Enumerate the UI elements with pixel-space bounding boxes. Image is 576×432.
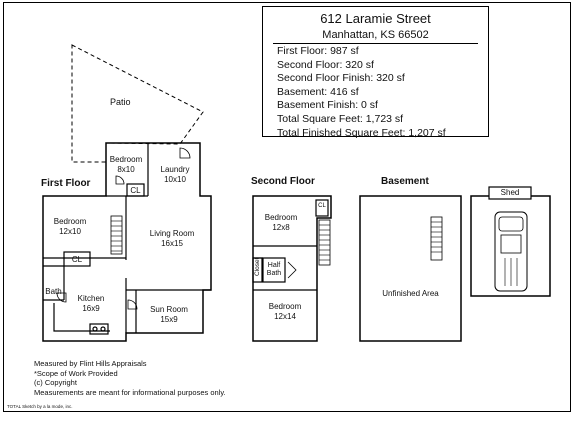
room-patio: Patio (110, 97, 131, 107)
note-disclaimer: Measurements are meant for informational… (34, 387, 226, 397)
section-basement: Basement (381, 176, 429, 187)
room-unfinished-area: Unfinished Area (382, 289, 439, 298)
stat-total-square-feet: Total Square Feet: 1,723 sf (277, 112, 404, 125)
stat-second-floor-finish: Second Floor Finish: 320 sf (277, 72, 405, 85)
note-measured-by: Measured by Flint Hills Appraisals (34, 359, 147, 368)
closet-second-top: CL (318, 203, 326, 209)
first-floor-outline (42, 142, 212, 342)
divider (273, 43, 478, 44)
room-bath: Bath (45, 287, 62, 296)
shed-label: Shed (500, 188, 520, 197)
basement-outline (359, 195, 462, 342)
property-info-box: 612 Laramie Street Manhattan, KS 66502 F… (262, 6, 489, 140)
notes: Measured by Flint Hills Appraisals *Scop… (34, 359, 226, 397)
second-floor-outline (252, 195, 332, 342)
software-credit: TOTAL Sketch by a la mode, inc. (7, 404, 73, 409)
note-scope: *Scope of Work Provided (34, 368, 118, 378)
stat-total-finished: Total Finished Square Feet: 1,207 sf (277, 126, 446, 139)
stat-first-floor: First Floor: 987 sf (277, 45, 359, 57)
closet-second-side: Closet (254, 257, 261, 276)
area-stats: First Floor: 987 sf Second Floor: 320 sf… (277, 45, 446, 140)
closet-left: CL (71, 255, 83, 264)
section-second-floor: Second Floor (251, 176, 315, 187)
address: 612 Laramie Street (320, 11, 431, 26)
closet-top: CL (130, 186, 141, 195)
shed-outline (470, 195, 551, 297)
stat-basement-finish: Basement Finish: 0 sf (277, 99, 378, 112)
note-copyright: (c) Copyright (34, 378, 77, 388)
patio-outline (71, 44, 204, 163)
section-first-floor: First Floor (41, 178, 91, 189)
page-border (3, 2, 571, 412)
stat-basement: Basement: 416 sf (277, 85, 359, 98)
city: Manhattan, KS 66502 (322, 29, 429, 41)
stat-second-floor: Second Floor: 320 sf (277, 58, 374, 71)
